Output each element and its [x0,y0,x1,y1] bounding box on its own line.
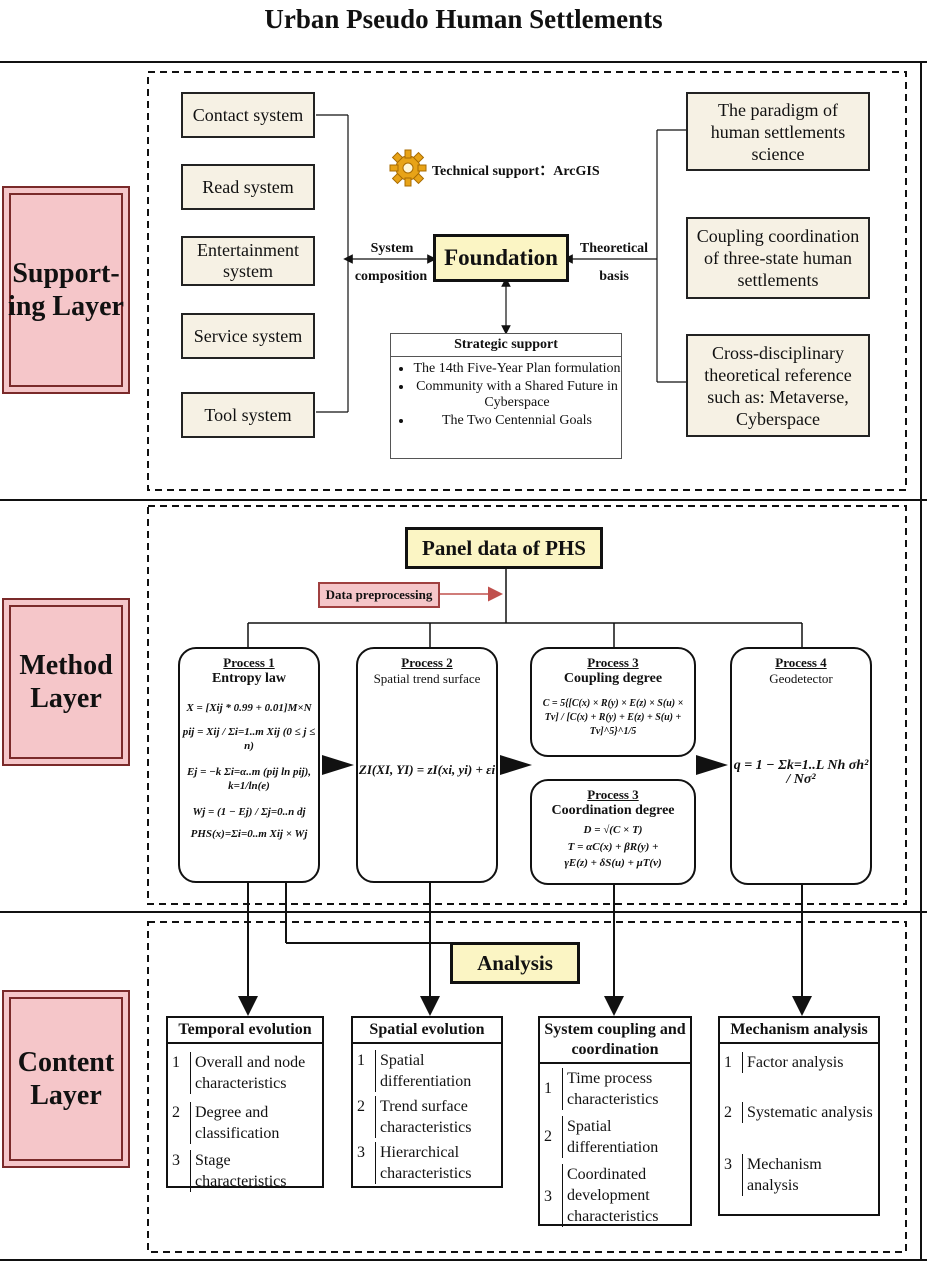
formula: X = [Xij * 0.99 + 0.01]M×N [186,702,312,714]
item-number: 1 [724,1054,732,1071]
item-number: 3 [172,1152,180,1169]
item-number: 3 [724,1156,732,1173]
content-box-mechanism: Mechanism analysis 1 Factor analysis 2 Sys… [718,1016,880,1216]
theoretical-label-bottom: basis [599,269,629,284]
formula: pij = Xij / Σi=1..m Xij (0 ≤ j ≤ n) [182,726,316,752]
process-1-box: Process 1 Entropy law X = [Xij * 0.99 + … [178,647,320,883]
content-item: Factor analysis [742,1052,873,1073]
system-box-entertainment: Entertainment system [181,236,315,286]
analysis-arrows [238,882,812,1016]
layer-frame-lines [0,61,927,1261]
formula: Ej = −k Σi=α..m (pij ln pij), k=1/ln(e) [186,766,312,792]
theory-bracket [563,129,686,383]
formula: γE(z) + δS(u) + μT(v) [564,857,662,869]
strategic-item: The 14th Five-Year Plan formulation [413,361,621,377]
process-head: Process 3 [587,655,639,670]
process-branch-lines [247,622,803,647]
process-head: Process 3 [587,787,639,802]
content-box-spatial: Spatial evolution 1 Spatial differentiati… [351,1016,503,1188]
system-box-contact: Contact system [181,92,315,138]
process-name: Coordination degree [551,803,675,818]
foundation-box: Foundation [433,234,569,282]
gear-icon [388,148,428,188]
item-number: 3 [544,1188,552,1205]
strategic-item: The Two Centennial Goals [413,413,621,429]
formula: Wj = (1 − Ej) / Σj=0..n dj [192,806,306,818]
system-box-read: Read system [181,164,315,210]
formula: D = √(C × T) [583,824,643,836]
technical-support-label: Technical support：ArcGIS [432,164,600,179]
process-head: Process 2 [401,655,453,670]
item-number: 1 [544,1080,552,1097]
item-number: 2 [357,1098,365,1115]
theory-box-cross-disciplinary: Cross-disciplinary theoretical reference… [686,334,870,437]
process-name: Entropy law [211,671,287,686]
process-flow-arrows [322,755,728,775]
item-number: 2 [544,1128,552,1145]
content-box-coupling: System coupling and coordination 1 Time p… [538,1016,692,1227]
process-name: Spatial trend surface [373,671,481,686]
supporting-layer-label: Support-ing Layer [2,186,130,394]
content-item: Spatial differentiation [375,1050,498,1092]
strategic-support-box: Strategic support The 14th Five-Year Pla… [390,333,622,459]
item-number: 3 [357,1144,365,1161]
process-3-coupling-box: Process 3 Coupling degree C = 5{[C(x) × … [530,647,696,757]
process-head: Process 1 [223,655,275,670]
item-number: 1 [172,1054,180,1071]
content-item: Time process characteristics [562,1068,689,1110]
content-item: Hierarchical characteristics [375,1142,498,1184]
process-head: Process 4 [775,655,827,670]
content-box-title: Mechanism analysis [720,1018,878,1044]
process-name: Geodetector [769,671,833,686]
theory-box-paradigm: The paradigm of human settlements scienc… [686,92,870,171]
system-box-service: Service system [181,313,315,359]
theoretical-label-top: Theoretical [579,241,649,256]
dashed-panels [147,71,907,1253]
item-number: 1 [357,1052,365,1069]
content-item: Coordinated development characteristics [562,1164,689,1227]
content-item: Spatial differentiation [562,1116,689,1158]
formula: C = 5{[C(x) × R(y) × E(z) × S(u) × Tv] /… [542,698,684,737]
content-box-temporal: Temporal evolution 1 Overall and node cha… [166,1016,324,1192]
formula: ZI(XI, YI) = zI(xi, yi) + εi [358,762,496,777]
system-bracket [316,114,437,413]
content-item: Degree and classification [190,1102,319,1144]
process-name: Coupling degree [563,671,663,686]
system-label-bottom: composition [354,269,428,284]
system-box-tool: Tool system [181,392,315,438]
strategic-item: Community with a Shared Future in Cybers… [413,379,621,411]
strategic-support-title: Strategic support [391,334,621,357]
method-layer-label: Method Layer [2,598,130,766]
formula: PHS(x)=Σi=0..m Xij × Wj [190,828,308,840]
panel-data-box: Panel data of PHS [405,527,603,569]
content-box-title: Temporal evolution [168,1018,322,1044]
formula: T = αC(x) + βR(y) + [567,841,659,853]
data-preprocessing-box: Data preprocessing [318,582,440,608]
system-label-top: System [370,241,414,256]
process-2-box: Process 2 Spatial trend surface ZI(XI, Y… [356,647,498,883]
item-number: 2 [724,1104,732,1121]
item-number: 2 [172,1104,180,1121]
analysis-box: Analysis [450,942,580,984]
content-box-title: Spatial evolution [353,1018,501,1044]
content-item: Stage characteristics [190,1150,319,1192]
content-box-title: System coupling and coordination [540,1018,690,1064]
content-item: Systematic analysis [742,1102,873,1123]
content-item: Mechanism analysis [742,1154,873,1196]
diagram-title: Urban Pseudo Human Settlements [264,4,663,34]
process-3-coordination-box: Process 3 Coordination degree D = √(C × … [530,779,696,885]
content-item: Trend surface characteristics [375,1096,498,1138]
content-layer-label: Content Layer [2,990,130,1168]
formula: q = 1 − Σk=1..L Nh σh² / Nσ² [733,758,869,787]
content-item: Overall and node characteristics [190,1052,319,1094]
process-4-box: Process 4 Geodetector q = 1 − Σk=1..L Nh… [730,647,872,885]
theory-box-coupling: Coupling coordination of three-state hum… [686,217,870,299]
